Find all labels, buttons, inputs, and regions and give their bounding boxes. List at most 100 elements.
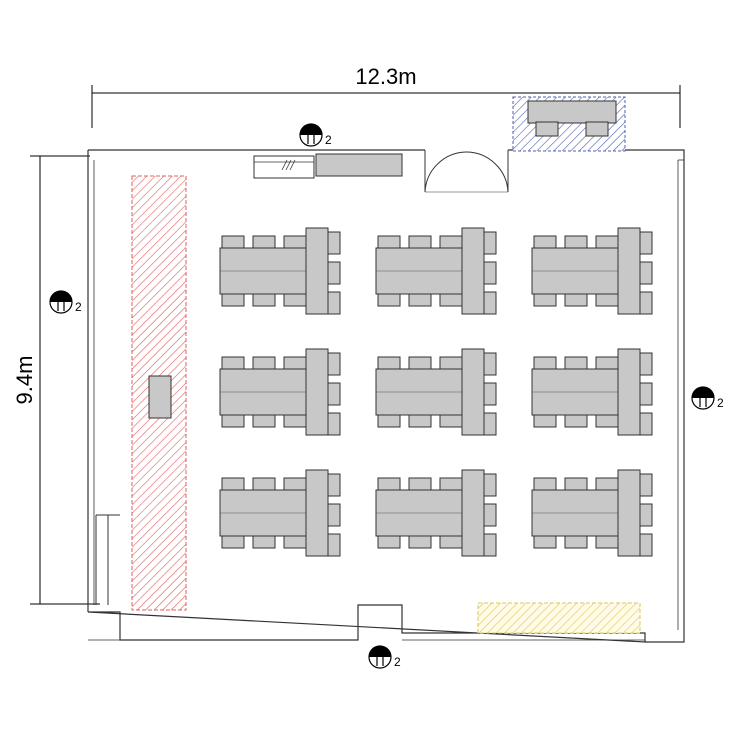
- chair: [595, 535, 619, 549]
- chair: [283, 535, 307, 549]
- chair: [595, 235, 619, 249]
- equipment-rack: [253, 153, 403, 179]
- chair: [533, 535, 557, 549]
- chair: [221, 535, 245, 549]
- chair: [377, 293, 401, 307]
- chair: [283, 356, 307, 370]
- yellow-zone: [477, 602, 641, 634]
- double-door: [424, 150, 509, 193]
- width-dimension: 12.3m: [91, 64, 681, 128]
- chair: [439, 293, 463, 307]
- chair: [408, 293, 432, 307]
- chair: [408, 414, 432, 428]
- end-table: [305, 227, 329, 315]
- chair: [483, 473, 497, 497]
- chair: [408, 235, 432, 249]
- chair: [564, 293, 588, 307]
- end-table: [617, 348, 641, 436]
- table-group: [219, 227, 341, 315]
- chair: [639, 352, 653, 376]
- chair: [221, 235, 245, 249]
- chair: [221, 477, 245, 491]
- chair: [639, 231, 653, 255]
- chair: [252, 356, 276, 370]
- outlet-top: 2: [299, 123, 332, 147]
- chair: [221, 293, 245, 307]
- chair: [639, 412, 653, 436]
- chair: [439, 235, 463, 249]
- chair: [221, 356, 245, 370]
- chair: [483, 291, 497, 315]
- outlet-left-label: 2: [75, 300, 82, 314]
- end-table: [305, 348, 329, 436]
- chair: [252, 535, 276, 549]
- chair: [639, 533, 653, 557]
- chair: [533, 235, 557, 249]
- chair: [533, 293, 557, 307]
- chair: [639, 261, 653, 285]
- chair: [377, 477, 401, 491]
- chair: [327, 261, 341, 285]
- end-table: [461, 227, 485, 315]
- chair: [252, 477, 276, 491]
- outlet-left: 2: [49, 290, 82, 314]
- chair: [564, 414, 588, 428]
- chair: [564, 235, 588, 249]
- chair: [252, 235, 276, 249]
- chair: [483, 503, 497, 527]
- chair: [439, 477, 463, 491]
- chair: [439, 414, 463, 428]
- chair: [564, 535, 588, 549]
- chair: [483, 231, 497, 255]
- end-table: [617, 227, 641, 315]
- outlet-bottom-label: 2: [394, 655, 401, 669]
- chair: [283, 293, 307, 307]
- chair: [483, 412, 497, 436]
- table-groups: [219, 227, 653, 557]
- height-dimension: 9.4m: [12, 155, 100, 605]
- chair: [564, 356, 588, 370]
- end-table: [617, 469, 641, 557]
- chair: [252, 293, 276, 307]
- outlet-right-label: 2: [717, 396, 724, 410]
- chair: [377, 535, 401, 549]
- end-table: [305, 469, 329, 557]
- chair: [639, 473, 653, 497]
- table-group: [219, 348, 341, 436]
- table-group: [375, 348, 497, 436]
- table-group: [375, 469, 497, 557]
- table-group: [531, 469, 653, 557]
- podium: [148, 375, 172, 419]
- chair: [221, 414, 245, 428]
- chair: [483, 533, 497, 557]
- chair: [283, 235, 307, 249]
- chair: [639, 291, 653, 315]
- chair: [533, 477, 557, 491]
- chair: [327, 473, 341, 497]
- chair: [595, 477, 619, 491]
- end-table: [461, 348, 485, 436]
- chair: [408, 535, 432, 549]
- table-group: [375, 227, 497, 315]
- chair: [252, 414, 276, 428]
- table-group: [531, 348, 653, 436]
- chair: [483, 382, 497, 406]
- chair: [408, 477, 432, 491]
- chair: [595, 293, 619, 307]
- outlet-right: 2: [691, 386, 724, 410]
- chair: [483, 261, 497, 285]
- chair: [377, 235, 401, 249]
- chair: [327, 352, 341, 376]
- chair: [283, 414, 307, 428]
- chair: [283, 477, 307, 491]
- outlet-top-label: 2: [325, 133, 332, 147]
- chair: [327, 231, 341, 255]
- end-table: [461, 469, 485, 557]
- chair: [439, 535, 463, 549]
- chair: [327, 412, 341, 436]
- chair: [595, 414, 619, 428]
- chair: [327, 291, 341, 315]
- chair: [533, 356, 557, 370]
- chair: [327, 382, 341, 406]
